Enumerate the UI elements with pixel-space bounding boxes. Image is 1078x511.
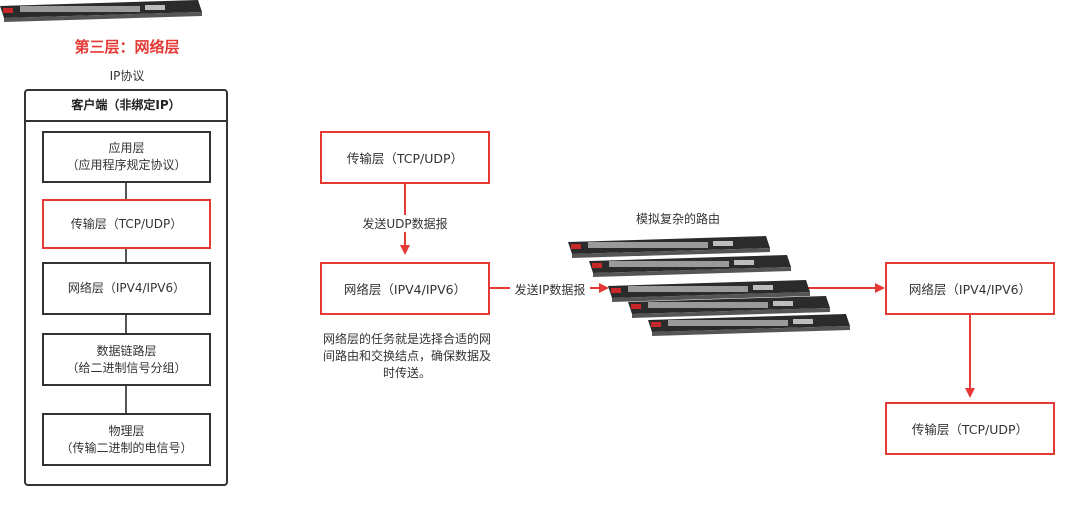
ip-arrow-label: 发送IP数据报 [510,281,590,298]
layer-transport: 传输层（TCP/UDP） [42,199,211,249]
stack-connector [125,386,127,413]
source-network-box: 网络层（IPV4/IPV6） [320,262,490,315]
stack-connector [125,248,127,262]
layer-name: 网络层（IPV4/IPV6） [67,281,186,295]
stack-connector [125,315,127,333]
layer-application: 应用层 （应用程序规定协议） [42,131,211,183]
router-caption: 模拟复杂的路由 [635,212,720,226]
dest-transport-box: 传输层（TCP/UDP） [885,402,1055,455]
udp-arrow-label: 发送UDP数据报 [355,215,455,232]
protocol-subtitle: IP协议 [109,69,145,83]
stack-connector [125,183,127,199]
client-stack-container: 客户端（非绑定IP） [24,89,228,486]
box-label: 传输层（TCP/UDP） [346,151,464,166]
page-title: 第三层：网络层 [74,38,180,56]
layer-data-link: 数据链路层 （给二进制信号分组） [42,333,211,386]
box-label: 网络层（IPV4/IPV6） [343,282,467,297]
layer-name: 应用层 [108,141,145,155]
layer-name: 物理层 [108,423,145,438]
layer-name: 传输层（TCP/UDP） [70,216,183,231]
layer-note: （应用程序规定协议） [66,158,187,172]
client-header: 客户端（非绑定IP） [26,91,226,122]
network-description: 网络层的任务就是选择合适的网间路由和交换结点，确保数据及时传送。 [322,332,491,380]
layer-physical: 物理层 （传输二进制的电信号） [42,413,211,466]
box-label: 传输层（TCP/UDP） [911,422,1029,437]
dest-network-box: 网络层（IPV4/IPV6） [885,262,1055,315]
source-transport-box: 传输层（TCP/UDP） [320,131,490,184]
box-label: 网络层（IPV4/IPV6） [908,282,1032,297]
layer-network: 网络层（IPV4/IPV6） [42,262,211,315]
layer-name: 数据链路层 [96,343,157,358]
layer-note: （给二进制信号分组） [66,360,187,375]
layer-note: （传输二进制的电信号） [60,440,193,455]
router-stack-icon [0,0,850,336]
